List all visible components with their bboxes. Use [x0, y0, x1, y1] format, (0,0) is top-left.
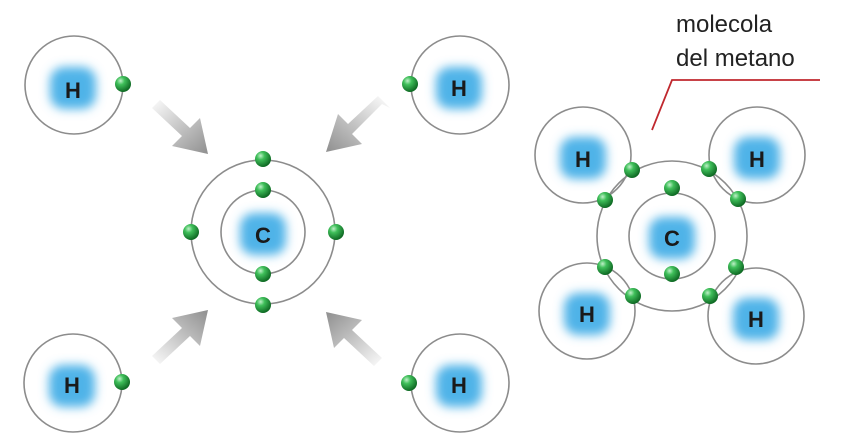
carbon-outer-shell — [596, 160, 748, 312]
carbon-label: C — [664, 226, 680, 251]
electron — [183, 224, 199, 240]
carbon-atom: C — [183, 151, 344, 313]
electron — [115, 76, 131, 92]
nucleus-glow — [733, 298, 779, 340]
hydrogen-label: H — [451, 373, 467, 398]
electron — [114, 374, 130, 390]
nucleus-glow — [50, 67, 96, 109]
hydrogen-label: H — [748, 307, 764, 332]
electron — [625, 288, 641, 304]
electron — [597, 259, 613, 275]
callout-line — [651, 79, 820, 131]
electron — [728, 259, 744, 275]
hydrogen-label: H — [64, 373, 80, 398]
callout-text-line1: molecola — [676, 11, 773, 38]
nucleus-glow — [649, 217, 695, 259]
hydrogen-label: H — [451, 76, 467, 101]
nucleus-glow — [49, 365, 95, 407]
electron — [597, 192, 613, 208]
methane-molecule: H H H H C — [534, 106, 806, 365]
nucleus-glow — [240, 213, 286, 255]
hydrogen-atom-bottom-right: H — [401, 333, 510, 433]
arrow-top-right — [326, 96, 390, 152]
electron — [255, 297, 271, 313]
electron — [255, 266, 271, 282]
electron — [664, 266, 680, 282]
arrow-top-left — [148, 100, 208, 154]
carbon-label: C — [255, 223, 271, 248]
electron — [402, 76, 418, 92]
electron — [255, 151, 271, 167]
hydrogen-atom-top-left: H — [24, 35, 131, 135]
hydrogen-label: H — [579, 302, 595, 327]
electron — [401, 375, 417, 391]
electron — [701, 161, 717, 177]
electron — [328, 224, 344, 240]
callout-text-line2: del metano — [676, 45, 795, 72]
electron — [730, 191, 746, 207]
nucleus-glow — [436, 365, 482, 407]
hydrogen-atom-bottom-left: H — [23, 333, 130, 433]
electron — [702, 288, 718, 304]
hydrogen-label: H — [749, 147, 765, 172]
nucleus-glow — [564, 293, 610, 335]
hydrogen-label: H — [65, 78, 81, 103]
nucleus-glow — [734, 137, 780, 179]
electron — [624, 162, 640, 178]
electron — [255, 182, 271, 198]
arrow-bottom-right — [326, 312, 386, 366]
nucleus-glow — [560, 137, 606, 179]
nucleus-glow — [436, 67, 482, 109]
molecule-callout: molecola del metano — [651, 11, 820, 131]
hydrogen-atom-top-right: H — [402, 35, 510, 135]
hydrogen-label: H — [575, 147, 591, 172]
arrow-bottom-left — [148, 310, 208, 364]
electron — [664, 180, 680, 196]
